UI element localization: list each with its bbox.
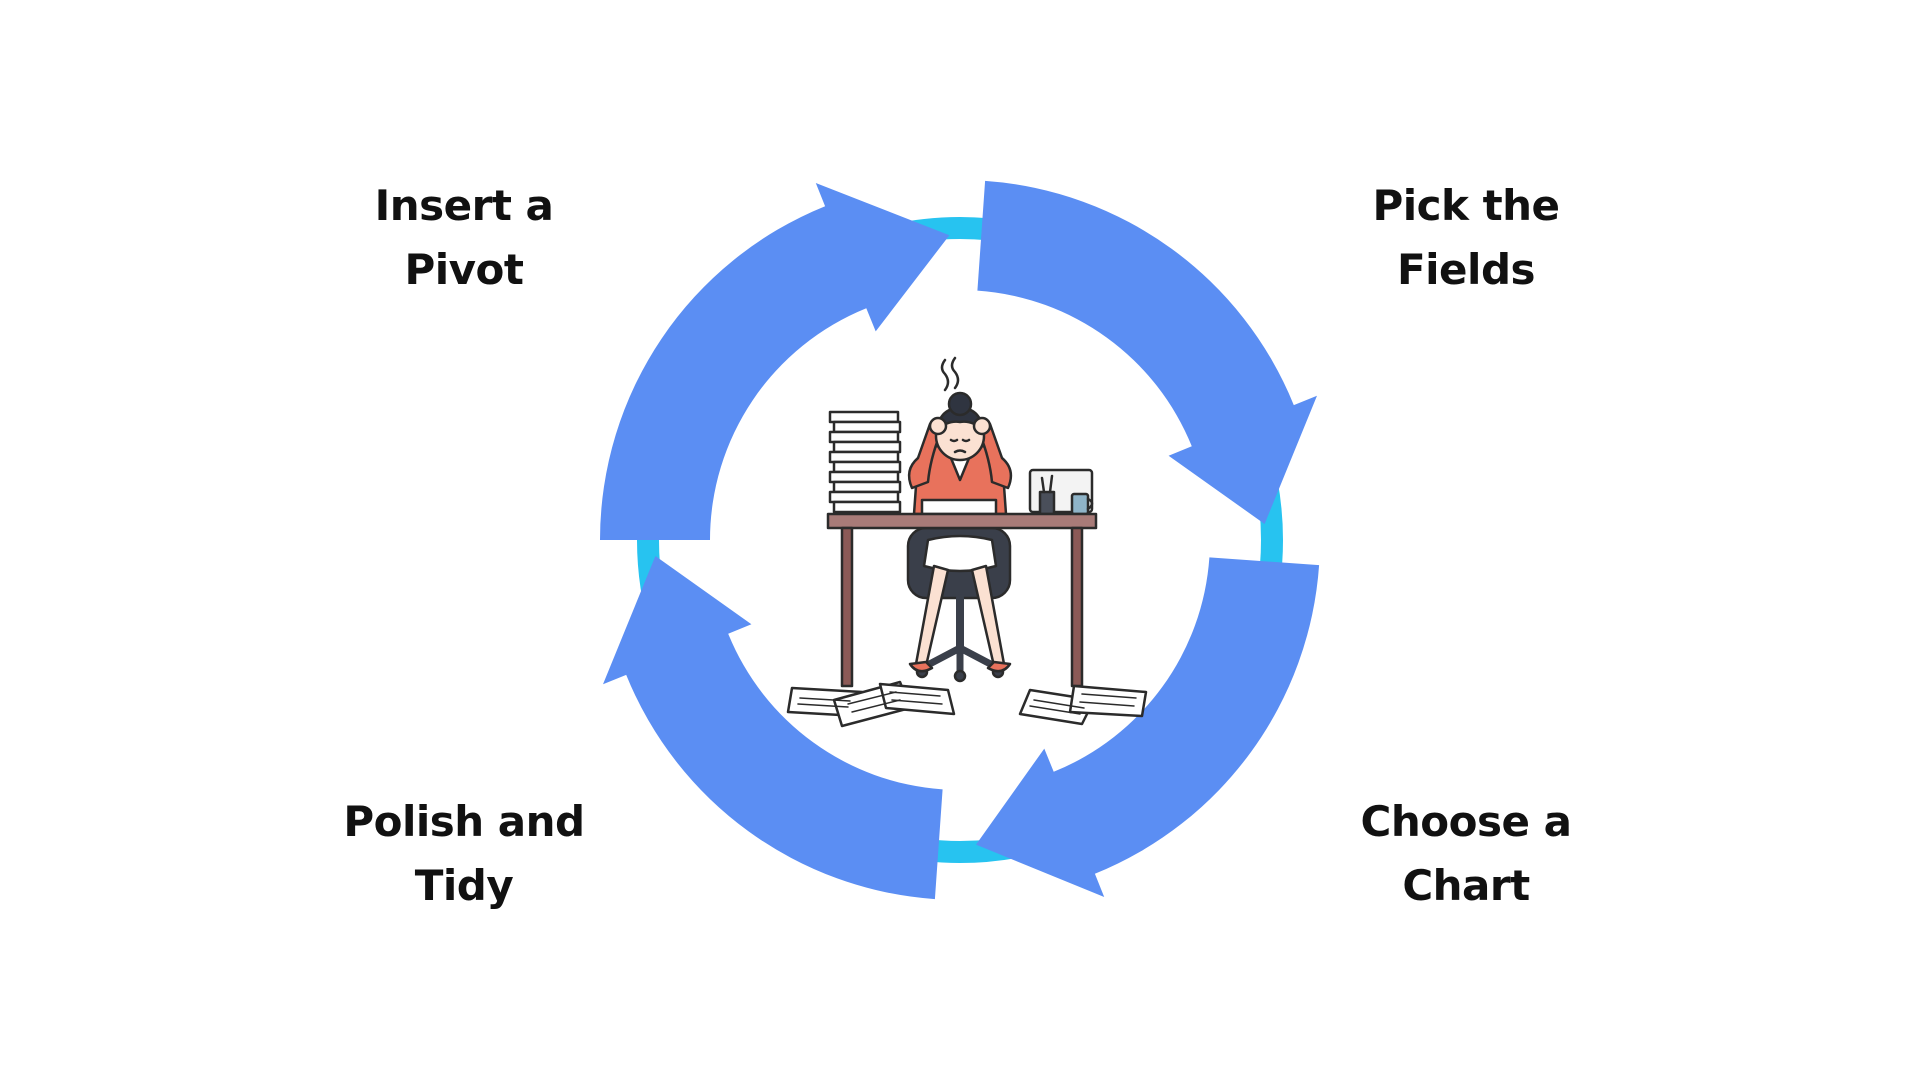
step-label-line: Tidy [414,861,514,910]
step-label-line: Choose a [1360,797,1572,846]
mug-icon [1070,492,1090,516]
cycle-arrow-top-right [977,180,1317,524]
desk-leg-left-icon [840,526,854,688]
step-label-line: Pick the [1372,181,1560,230]
step-label-choose-chart: Choose a Chart [1286,790,1646,918]
step-label-line: Fields [1396,245,1536,294]
chair-base-icon [918,644,1002,676]
pencil-cup-icon [1038,490,1056,516]
desk-leg-right-icon [1070,526,1084,688]
cycle-arrow-top-left [600,183,950,540]
cycle-arrow-bottom-left [603,556,943,900]
step-label-polish-tidy: Polish and Tidy [284,790,644,918]
desk-top-icon [826,512,1098,530]
step-label-line: Pivot [404,245,525,294]
step-label-pick-fields: Pick the Fields [1286,174,1646,302]
scattered-papers-icon [786,680,1148,728]
steam-icon [940,356,960,392]
stressed-woman-at-desk-illustration [786,356,1148,728]
paper-stack-icon [828,410,902,514]
step-label-insert-pivot: Insert a Pivot [284,174,644,302]
step-label-line: Chart [1402,861,1530,910]
step-label-line: Polish and [343,797,585,846]
cycle-arrow-bottom-right [976,557,1320,897]
step-label-line: Insert a [374,181,554,230]
